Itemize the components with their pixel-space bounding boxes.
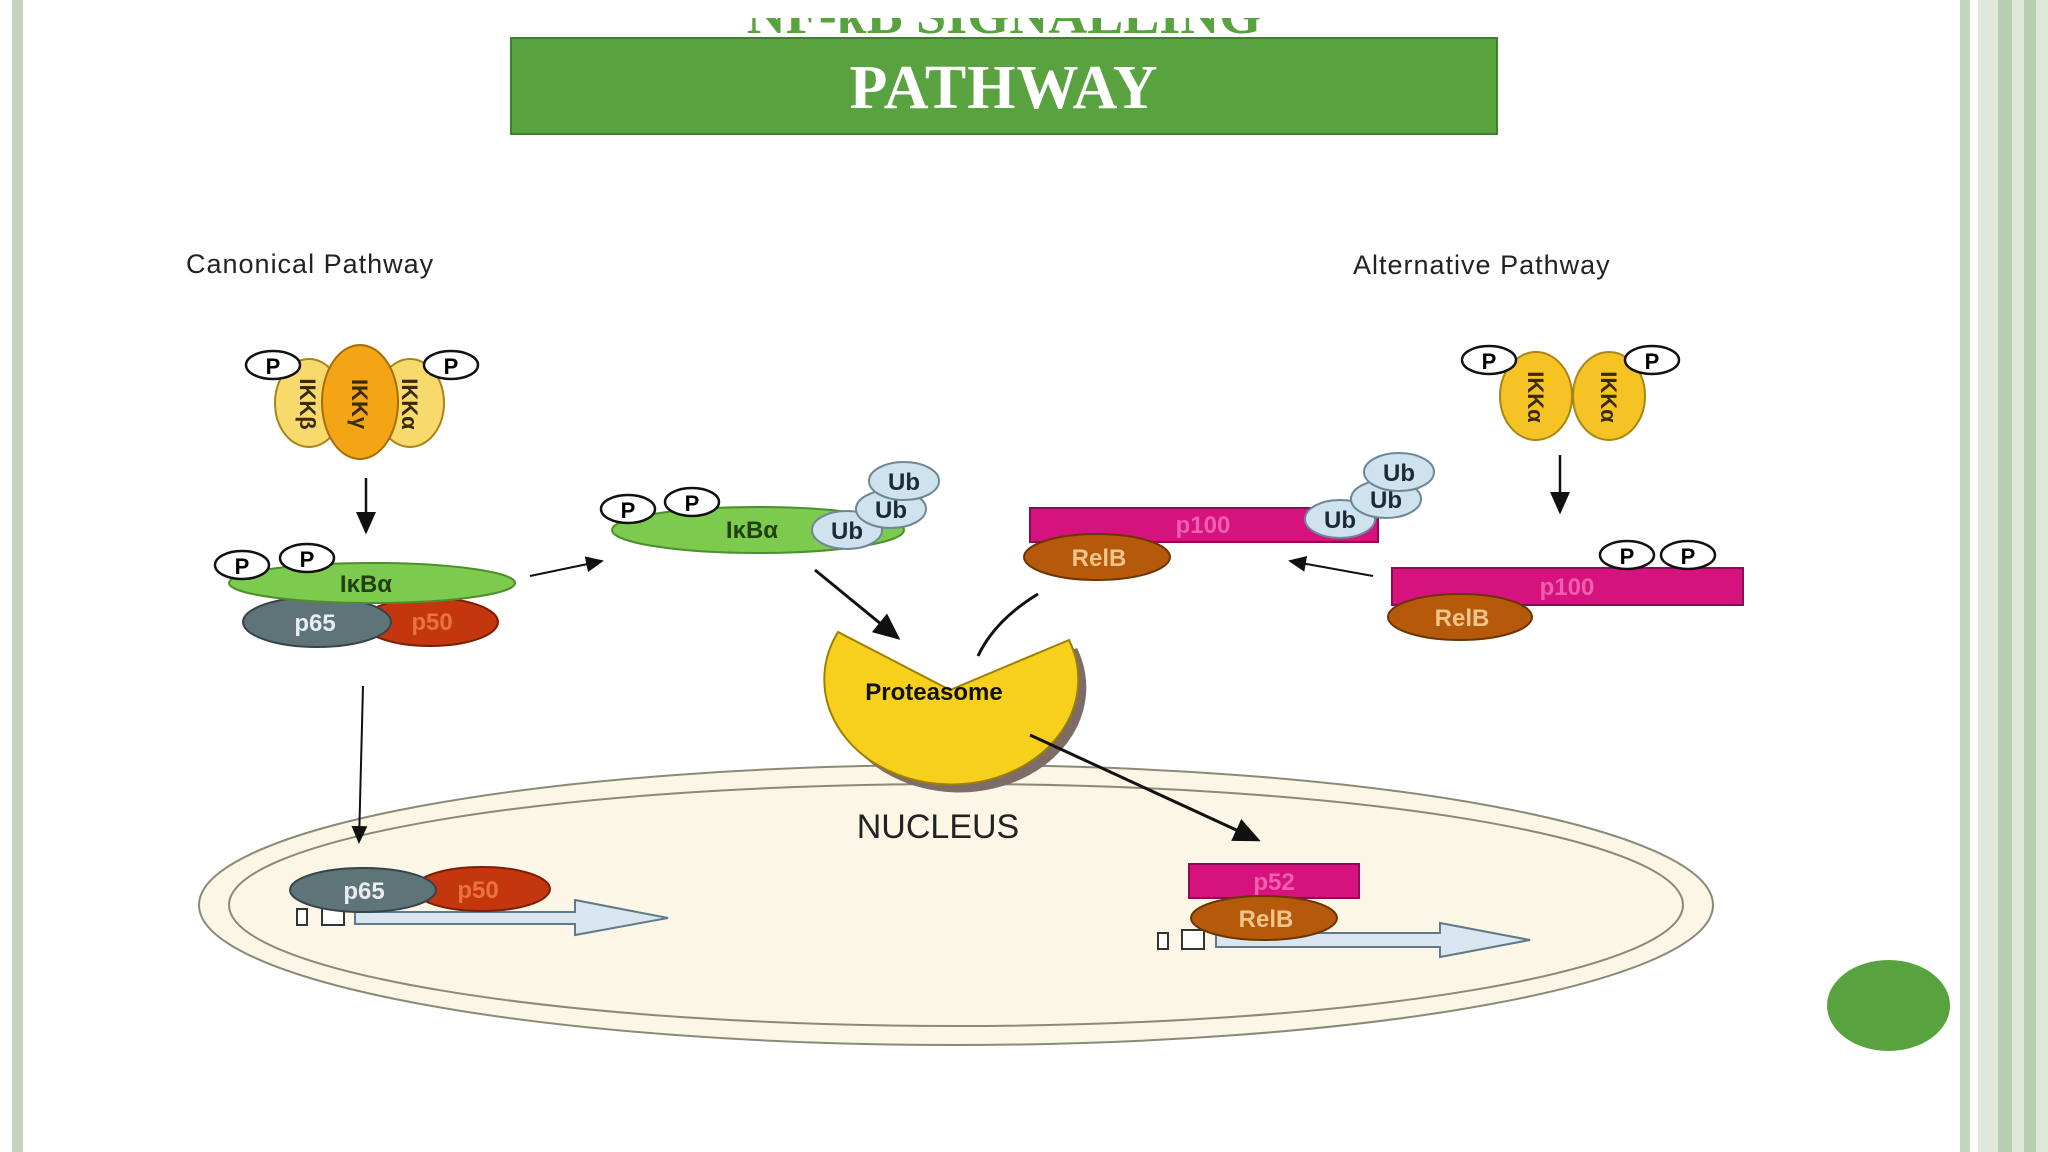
arrow — [1288, 555, 1374, 577]
p100-label: p100 — [1540, 574, 1595, 601]
slide-title: PATHWAY — [510, 37, 1498, 135]
phospho-p: P — [235, 554, 250, 579]
p100-label: p100 — [1176, 512, 1231, 539]
nuclear-p52-relb: p52 RelB — [1157, 863, 1531, 959]
ikk-complex-alternative: IKKα IKKα P P — [1460, 344, 1681, 441]
ikba-p65-p50-complex: p65 p50 IκBα P P — [213, 542, 516, 648]
phospho-p: P — [685, 491, 700, 516]
slide-frame-right-line-1 — [1960, 0, 1970, 1152]
ikkg-label: IKKγ — [347, 379, 372, 430]
ub-label: Ub — [1383, 460, 1415, 487]
nucleus-label: NUCLEUS — [857, 808, 1019, 846]
ub-label: Ub — [888, 469, 920, 496]
ikba-ubiquitinated: IκBα P P Ub Ub Ub — [599, 461, 940, 554]
phospho-p: P — [1620, 544, 1635, 569]
relb-label: RelB — [1239, 906, 1294, 933]
ub-label: Ub — [831, 518, 863, 545]
title-clipped-line: NF-κB SIGNALLING — [510, 18, 1498, 38]
relb-label: RelB — [1435, 605, 1490, 632]
slide-frame-right-line-3 — [2024, 0, 2036, 1152]
relb-label: RelB — [1072, 545, 1127, 572]
p52-label: p52 — [1253, 869, 1294, 896]
arrow — [814, 568, 901, 640]
arrow — [351, 685, 368, 844]
phospho-p: P — [444, 354, 459, 379]
ub-label: Ub — [875, 497, 907, 524]
phospho-p: P — [300, 547, 315, 572]
ikba-label: IκBα — [726, 517, 778, 544]
canonical-pathway-label: Canonical Pathway — [186, 249, 434, 279]
phospho-p: P — [266, 354, 281, 379]
slide-frame-left — [12, 0, 23, 1152]
phospho-p: P — [1681, 544, 1696, 569]
p50-label: p50 — [411, 609, 452, 636]
proteasome: Proteasome — [823, 630, 1087, 793]
ikka-label: IKKα — [397, 378, 422, 430]
p65-label: p65 — [294, 610, 335, 637]
phospho-p: P — [621, 498, 636, 523]
p100-relb-phosphorylated: p100 RelB P P — [1387, 539, 1744, 641]
p100-relb-ubiquitinated: p100 RelB Ub Ub Ub — [1023, 452, 1435, 581]
nuclear-p65-p50: p65 p50 — [289, 866, 669, 937]
slide-title-text: PATHWAY — [849, 53, 1159, 122]
slide-frame-right — [1978, 0, 2048, 1152]
slide-frame-right-line-2 — [1998, 0, 2012, 1152]
alternative-pathway-label: Alternative Pathway — [1353, 250, 1611, 280]
decorative-green-circle — [1827, 960, 1950, 1051]
phospho-p: P — [1482, 349, 1497, 374]
ikka-label: IKKα — [1523, 371, 1548, 423]
proteasome-label: Proteasome — [865, 679, 1002, 706]
ikkb-label: IKKβ — [295, 378, 320, 429]
ikka-label: IKKα — [1596, 371, 1621, 423]
p50-label: p50 — [457, 877, 498, 904]
p65-label: p65 — [343, 878, 384, 905]
ub-label: Ub — [1324, 507, 1356, 534]
nucleus: NUCLEUS — [198, 764, 1714, 1046]
phospho-p: P — [1645, 349, 1660, 374]
ikk-complex-canonical: IKKβ IKKγ IKKα P P — [244, 344, 480, 460]
ikba-label: IκBα — [340, 571, 392, 598]
arrow — [1029, 733, 1261, 842]
connector-line — [976, 592, 1039, 657]
arrow — [529, 556, 604, 577]
